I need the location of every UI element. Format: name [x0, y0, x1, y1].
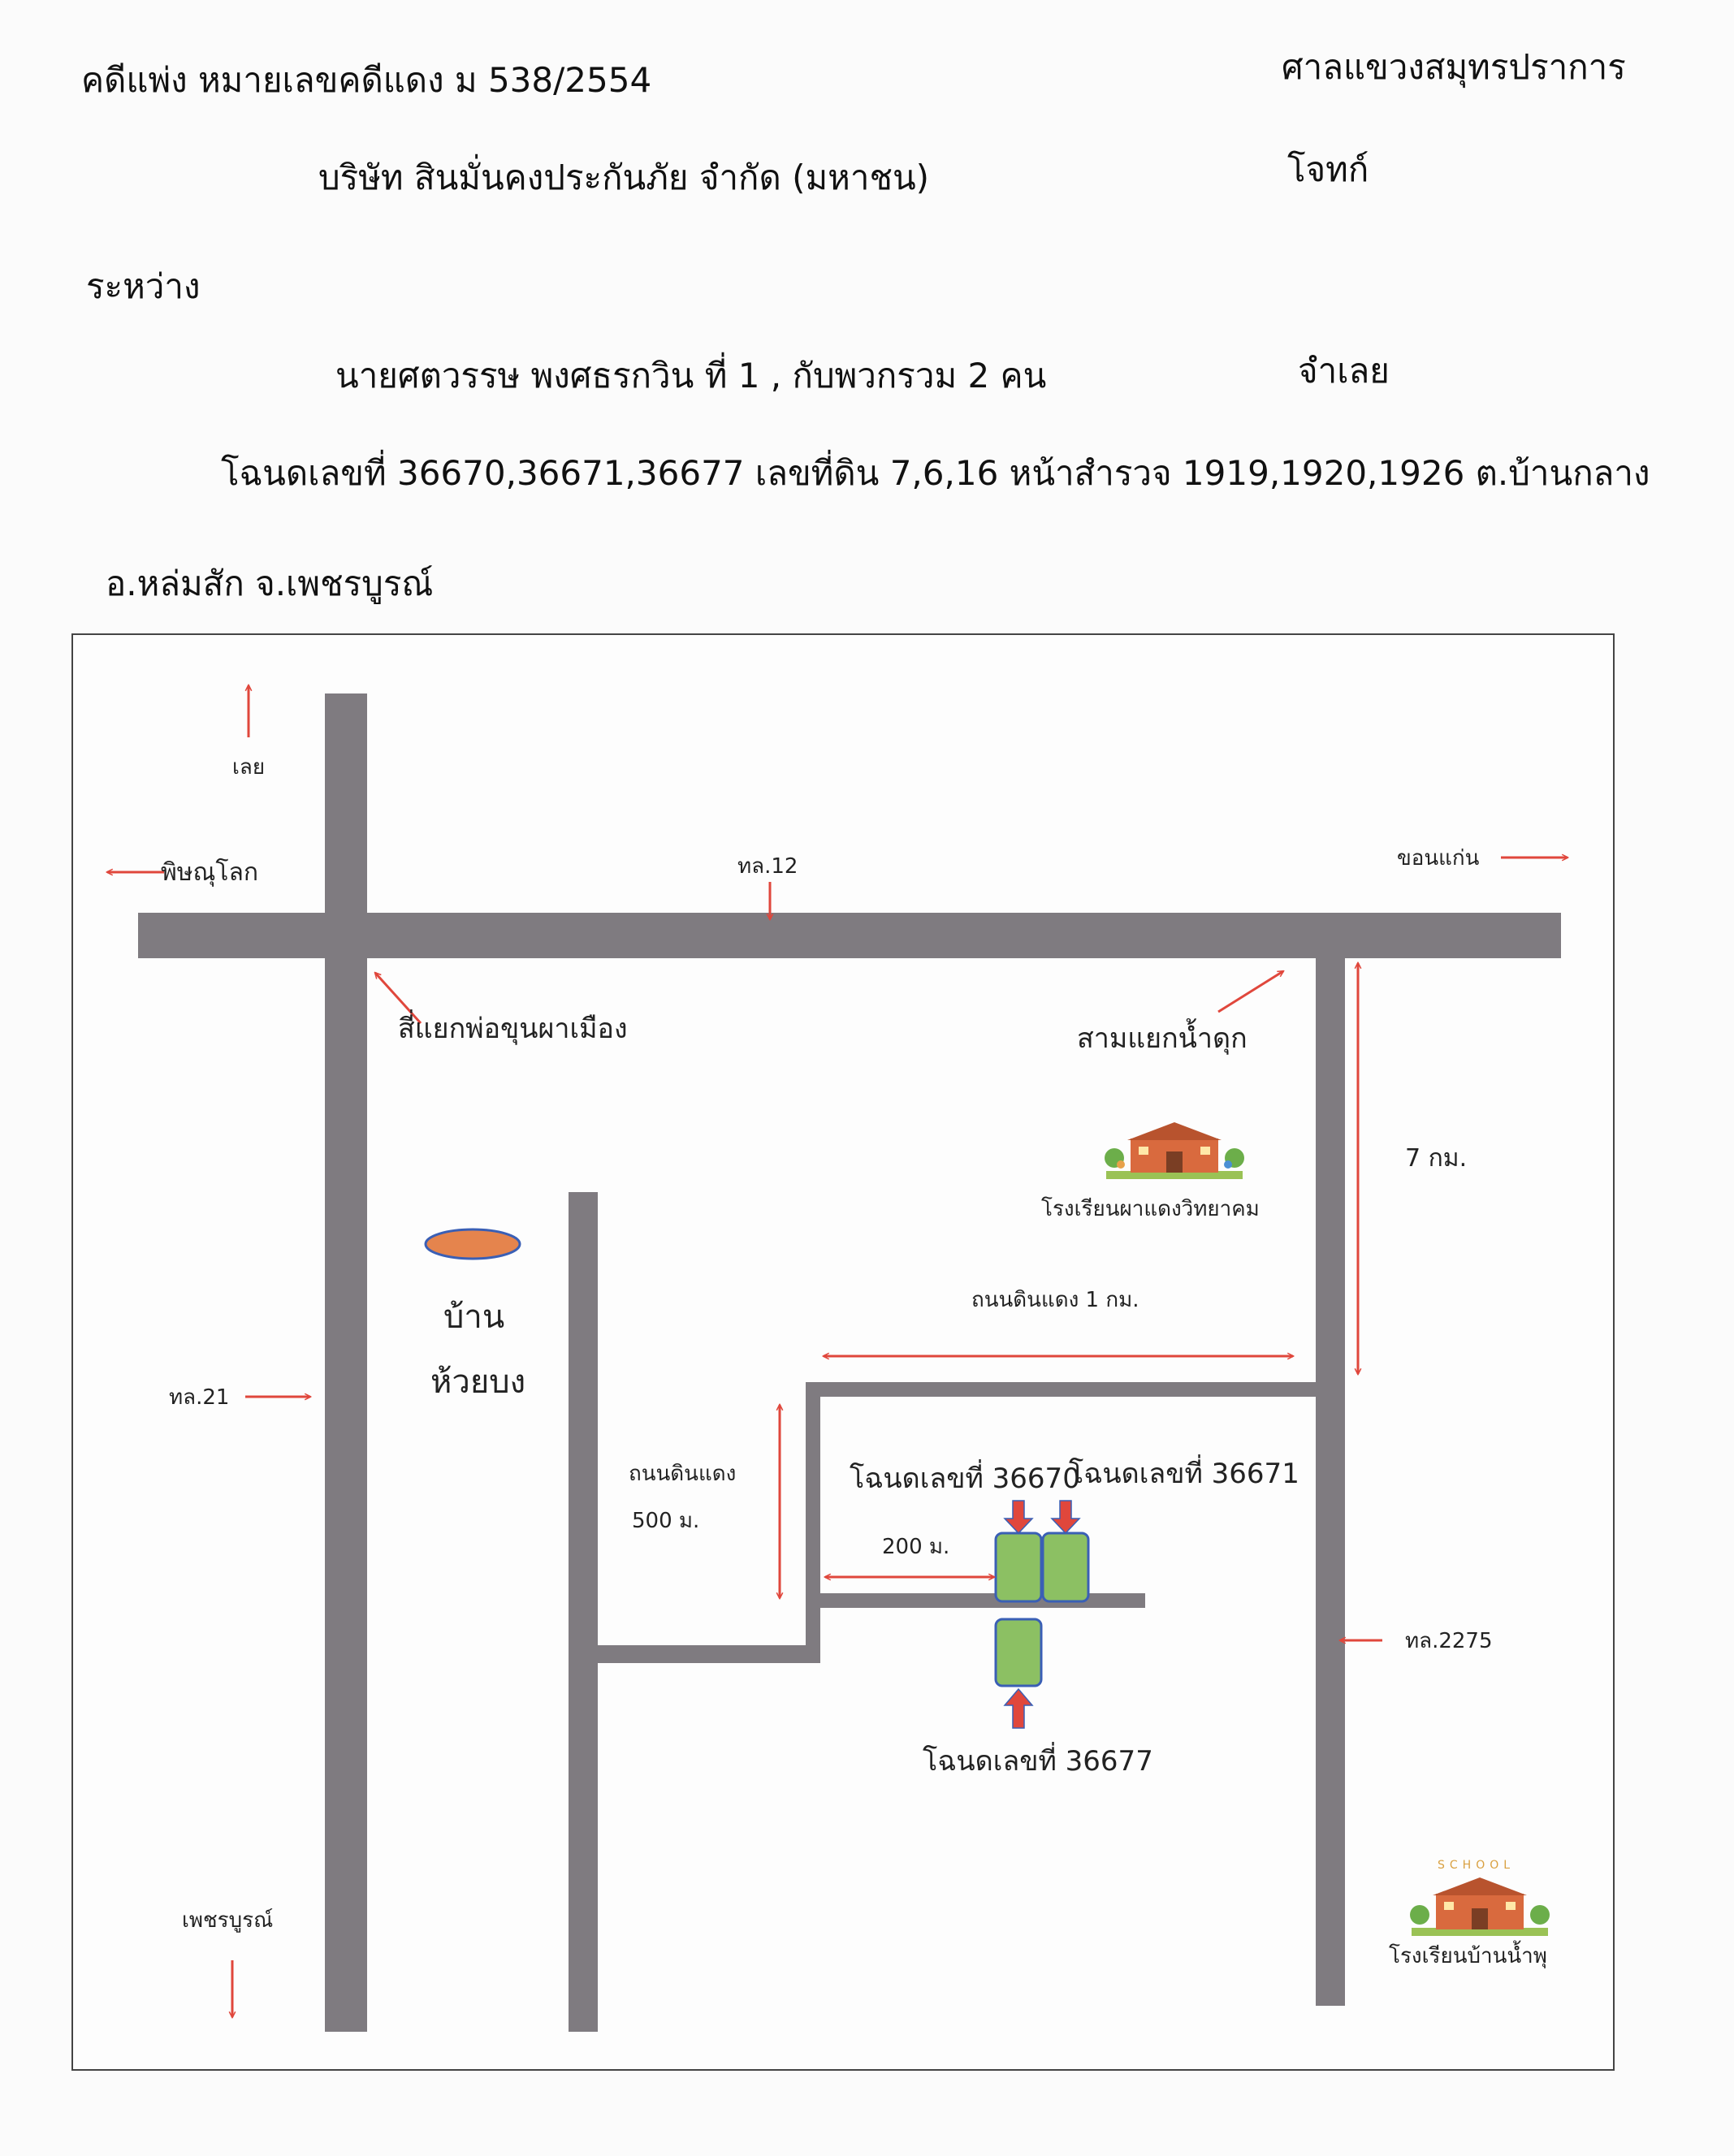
road-route21: [325, 693, 367, 2032]
arrow-intersection: [375, 973, 422, 1025]
defendant-role: จำเลย: [1298, 351, 1390, 391]
case-number-line: คดีแพ่ง หมายเลขคดีแดง ม 538/2554: [81, 60, 652, 100]
label-dirt-500: ถนนดินแดง: [629, 1462, 737, 1486]
arrow-junction: [1217, 971, 1283, 1013]
label-deed-36677: โฉนดเลขที่ 36677: [923, 1745, 1153, 1778]
deed-location-line: อ.หล่มสัก จ.เพชรบูรณ์: [106, 564, 434, 603]
plaintiff-role: โจทก์: [1287, 149, 1369, 189]
label-village-1: บ้าน: [443, 1298, 505, 1336]
deed-details-line: โฉนดเลขที่ 36670,36671,36677 เลขที่ดิน 7…: [221, 453, 1650, 493]
court-name: ศาลแขวงสมุทรปราการ: [1282, 47, 1626, 87]
road-inner-vertical: [569, 1192, 598, 2032]
label-500m: 500 ม.: [632, 1509, 700, 1533]
label-phitsanulok: พิษณุโลก: [161, 858, 259, 887]
label-school2: โรงเรียนบ้านน้ำพุ: [1389, 1944, 1547, 1968]
label-7km: 7 กม.: [1405, 1144, 1468, 1173]
pointer-36670-icon: [1003, 1500, 1034, 1535]
label-phetchabun: เพชรบูรณ์: [182, 1908, 274, 1933]
plot-36670: [994, 1532, 1043, 1603]
defendant-name: นายศตวรรษ พงศธรกวิน ที่ 1 , กับพวกรวม 2 …: [335, 356, 1047, 395]
pointer-36671-icon: [1050, 1500, 1081, 1535]
location-map: เลย พิษณุโลก ทล.12 ขอนแก่น สี่แยกพ่อขุนผ…: [71, 633, 1615, 2071]
road-route12: [138, 913, 1561, 958]
road-plot-access: [820, 1593, 1145, 1608]
map-drawing: [73, 635, 1613, 2032]
school-icon-2: [1410, 1877, 1550, 1936]
label-route12: ทล.12: [737, 854, 798, 879]
school-icon: [1105, 1122, 1244, 1179]
road-dirt-1km: [806, 1382, 1330, 1397]
label-route21: ทล.21: [169, 1385, 230, 1410]
plaintiff-name: บริษัท สินมั่นคงประกันภัย จำกัด (มหาชน): [318, 158, 930, 197]
village-marker-icon: [424, 1228, 521, 1260]
road-dirt-lower: [598, 1645, 820, 1663]
plot-36677: [994, 1618, 1043, 1687]
label-deed-36671: โฉนดเลขที่ 36671: [1069, 1458, 1299, 1490]
road-dirt-connector: [806, 1382, 820, 1663]
between-label: ระหว่าง: [86, 266, 201, 306]
label-village-2: ห้วยบง: [430, 1363, 526, 1401]
land-plots: [994, 1532, 1090, 1687]
pointer-36677-icon: [1003, 1687, 1034, 1729]
label-dirt-1km: ถนนดินแดง 1 กม.: [971, 1288, 1139, 1312]
label-intersection: สี่แยกพ่อขุนผาเมือง: [398, 1013, 628, 1045]
label-route2275: ทล.2275: [1405, 1629, 1493, 1653]
label-school-sign: SCHOOL: [1438, 1859, 1516, 1872]
label-deed-36670: โฉนดเลขที่ 36670: [850, 1463, 1080, 1495]
road-route2275: [1316, 958, 1345, 2006]
label-loei: เลย: [232, 755, 266, 780]
label-200m: 200 ม.: [882, 1535, 950, 1559]
label-junction: สามแยกน้ำดุก: [1077, 1022, 1248, 1055]
label-khonkaen: ขอนแก่น: [1397, 846, 1480, 871]
label-school1: โรงเรียนผาแดงวิทยาคม: [1041, 1197, 1260, 1221]
plot-36671: [1041, 1532, 1090, 1603]
